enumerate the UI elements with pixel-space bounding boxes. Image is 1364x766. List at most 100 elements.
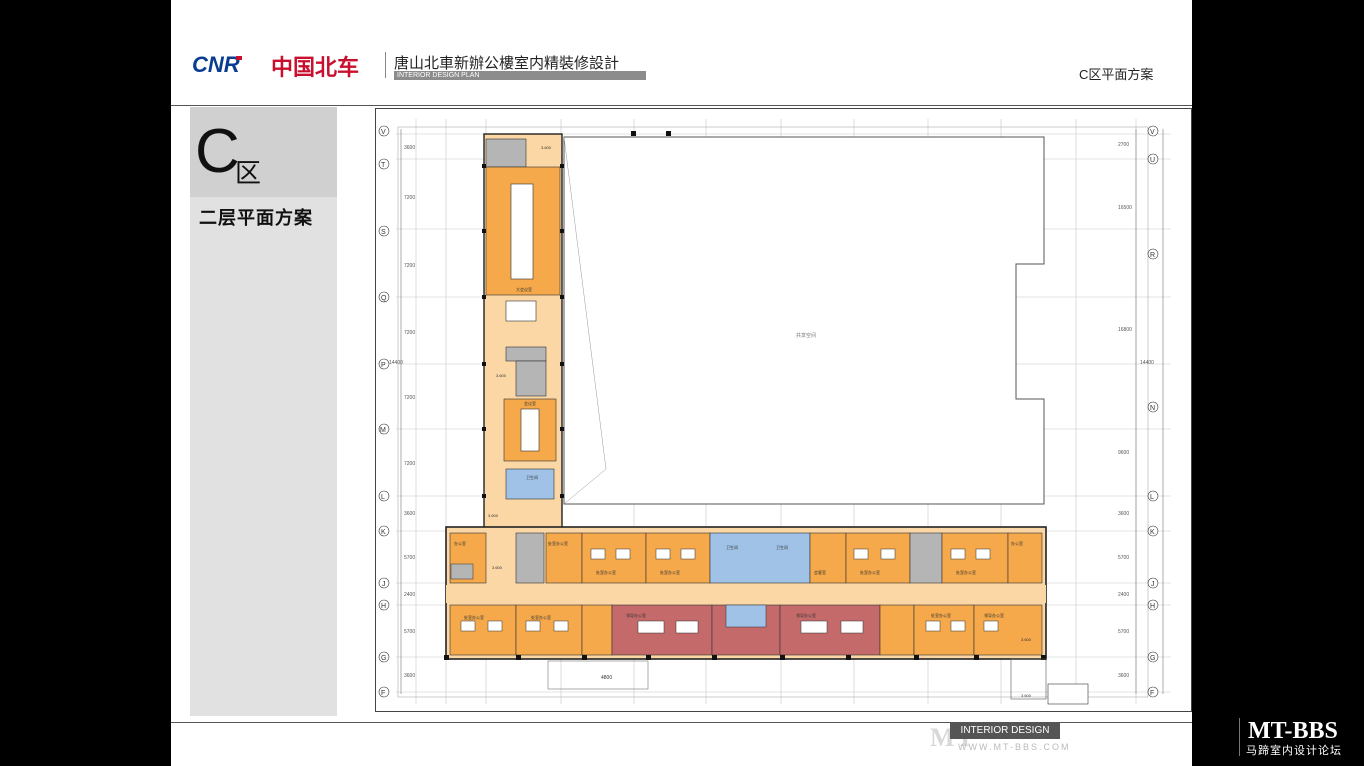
axis-right-v: V xyxy=(1150,129,1155,136)
dim-right-6: 2400 xyxy=(1118,592,1129,598)
room-label-14: 办公室 xyxy=(1011,540,1023,546)
dim-right-0: 2700 xyxy=(1118,142,1129,148)
dim-left-1: 7200 xyxy=(404,195,415,201)
dim-left-2: 7200 xyxy=(404,263,415,269)
watermark-separator xyxy=(1239,718,1240,756)
cnr-logo-text: CNR xyxy=(192,52,240,76)
brand-name: 中国北车 xyxy=(271,55,360,80)
meeting-table xyxy=(510,183,534,280)
sidebar-panel xyxy=(190,107,337,716)
stair-north xyxy=(485,138,527,168)
axis-labels-right: V U R N L K J H G F xyxy=(1147,125,1159,698)
dim-left-9: 5700 xyxy=(404,629,415,635)
slide: CNR 中国北车 唐山北車新辦公樓室内精裝修設計 INTERIOR DESIGN… xyxy=(171,0,1192,766)
level-mark-1: 3.600 xyxy=(496,373,507,378)
room-label-20: 处室办公室 xyxy=(931,612,951,618)
dim-right-8: 3600 xyxy=(1118,673,1129,679)
dim-left-10: 3600 xyxy=(404,673,415,679)
project-subtitle: INTERIOR DESIGN PLAN xyxy=(397,72,480,79)
axis-right-n: N xyxy=(1150,405,1155,412)
room-label-19: 领导办公室 xyxy=(796,612,816,618)
level-mark-0: 3.600 xyxy=(541,145,552,150)
columns xyxy=(444,131,1046,660)
site-outline xyxy=(397,126,1149,698)
dim-right-2: 16800 xyxy=(1118,327,1132,333)
atrium-void-label: 共享空间 xyxy=(796,332,816,339)
level-mark-5: 3.600 xyxy=(1021,693,1032,698)
annex-wc xyxy=(1047,683,1089,705)
axis-left-f: F xyxy=(381,690,385,697)
dim-left-total: 14400 xyxy=(389,360,403,366)
dim-right-1: 16500 xyxy=(1118,205,1132,211)
room-label-3: 卫生间 xyxy=(526,474,538,480)
dim-left-0: 3600 xyxy=(404,145,415,151)
watermark-url: WWW.MT-BBS.COM xyxy=(958,742,1071,752)
stair-mid xyxy=(515,360,547,397)
stair-mid-top xyxy=(505,346,547,362)
room-label-12: 处室办公室 xyxy=(860,569,880,575)
dim-right-4: 3600 xyxy=(1118,511,1129,517)
zone-badge xyxy=(190,107,337,197)
axis-left-q: Q xyxy=(381,295,387,302)
axis-left-k: K xyxy=(381,529,386,536)
axis-left-t: T xyxy=(381,162,386,169)
axis-left-g: G xyxy=(381,655,386,662)
dim-left-3: 7200 xyxy=(404,330,415,336)
dim-left-6: 3600 xyxy=(404,511,415,517)
title-divider xyxy=(385,52,386,78)
level-mark-3: 3.600 xyxy=(492,565,503,570)
axis-left-m: M xyxy=(380,427,386,434)
main-corridor xyxy=(446,585,1046,603)
axis-right-k: K xyxy=(1150,529,1155,536)
room-label-15: 处室办公室 xyxy=(464,614,484,620)
floor-title: 二层平面方案 xyxy=(199,208,313,228)
south-row-rooms xyxy=(449,604,1043,656)
dim-right-3: 9600 xyxy=(1118,450,1129,456)
axis-left-s: S xyxy=(381,229,386,236)
dimension-lines xyxy=(400,129,1164,694)
level-mark-2: 3.600 xyxy=(488,513,499,518)
project-title: 唐山北車新辦公樓室内精裝修設計 xyxy=(394,55,620,72)
room-label-5: 卫生间 xyxy=(776,544,788,550)
level-marks: 3.600 3.600 3.600 3.600 3.600 3.600 xyxy=(488,145,1032,698)
bbs-subtitle: 马蹄室内设计论坛 xyxy=(1246,745,1342,757)
dim-left-5: 7200 xyxy=(404,461,415,467)
stair-dim: 4800 xyxy=(601,675,612,681)
storage-room xyxy=(505,300,537,322)
room-label-18: 领导办公室 xyxy=(626,612,646,618)
entrance-steps xyxy=(547,660,649,690)
floor-plan-frame: 共享空间 大会议室 会议室 卫生间 xyxy=(375,108,1192,712)
atrium-void xyxy=(563,136,1045,505)
axis-right-l: L xyxy=(1150,494,1154,501)
axis-right-r: R xyxy=(1150,252,1155,259)
north-row-rooms xyxy=(449,532,1043,584)
room-label-13: 处室办公室 xyxy=(956,569,976,575)
axis-left-h: H xyxy=(381,603,386,610)
axis-left-j: J xyxy=(382,581,386,588)
dim-right-total: 14400 xyxy=(1140,360,1154,366)
zone-letter: C xyxy=(195,117,240,186)
watermark-tag: INTERIOR DESIGN xyxy=(950,723,1060,739)
room-label-11: 会客室 xyxy=(814,569,826,575)
dims-left: 3600 7200 7200 7200 7200 7200 3600 5700 … xyxy=(389,145,415,679)
room-label-16: 处室办公室 xyxy=(531,614,551,620)
atrium-void-guide xyxy=(563,136,607,505)
wc-north xyxy=(505,468,555,500)
dim-left-7: 5700 xyxy=(404,555,415,561)
meeting-table-north xyxy=(520,408,540,452)
cnr-logo-accent xyxy=(236,56,242,60)
south-room-labels: 办公室 处室办公室 处室办公室 处室办公室 卫生间 卫生间 会客室 处室办公室 … xyxy=(454,540,1023,620)
axis-left-l: L xyxy=(381,494,385,501)
dim-right-5: 5700 xyxy=(1118,555,1129,561)
footer-rule xyxy=(171,722,1192,723)
room-label-0: 大会议室 xyxy=(516,286,532,292)
project-subtitle-bar xyxy=(394,71,646,80)
room-label-4: 卫生间 xyxy=(726,544,738,550)
floor-plan-drawing: 共享空间 大会议室 会议室 卫生间 xyxy=(378,119,1171,705)
room-label-21: 领导办公室 xyxy=(984,612,1004,618)
section-label: C区平面方案 xyxy=(1079,67,1154,82)
cnr-logo: CNR xyxy=(192,52,242,76)
bbs-logo: MT-BBS xyxy=(1248,718,1338,744)
room-label-1: 会议室 xyxy=(524,400,536,406)
room-label-6: 办公室 xyxy=(454,540,466,546)
